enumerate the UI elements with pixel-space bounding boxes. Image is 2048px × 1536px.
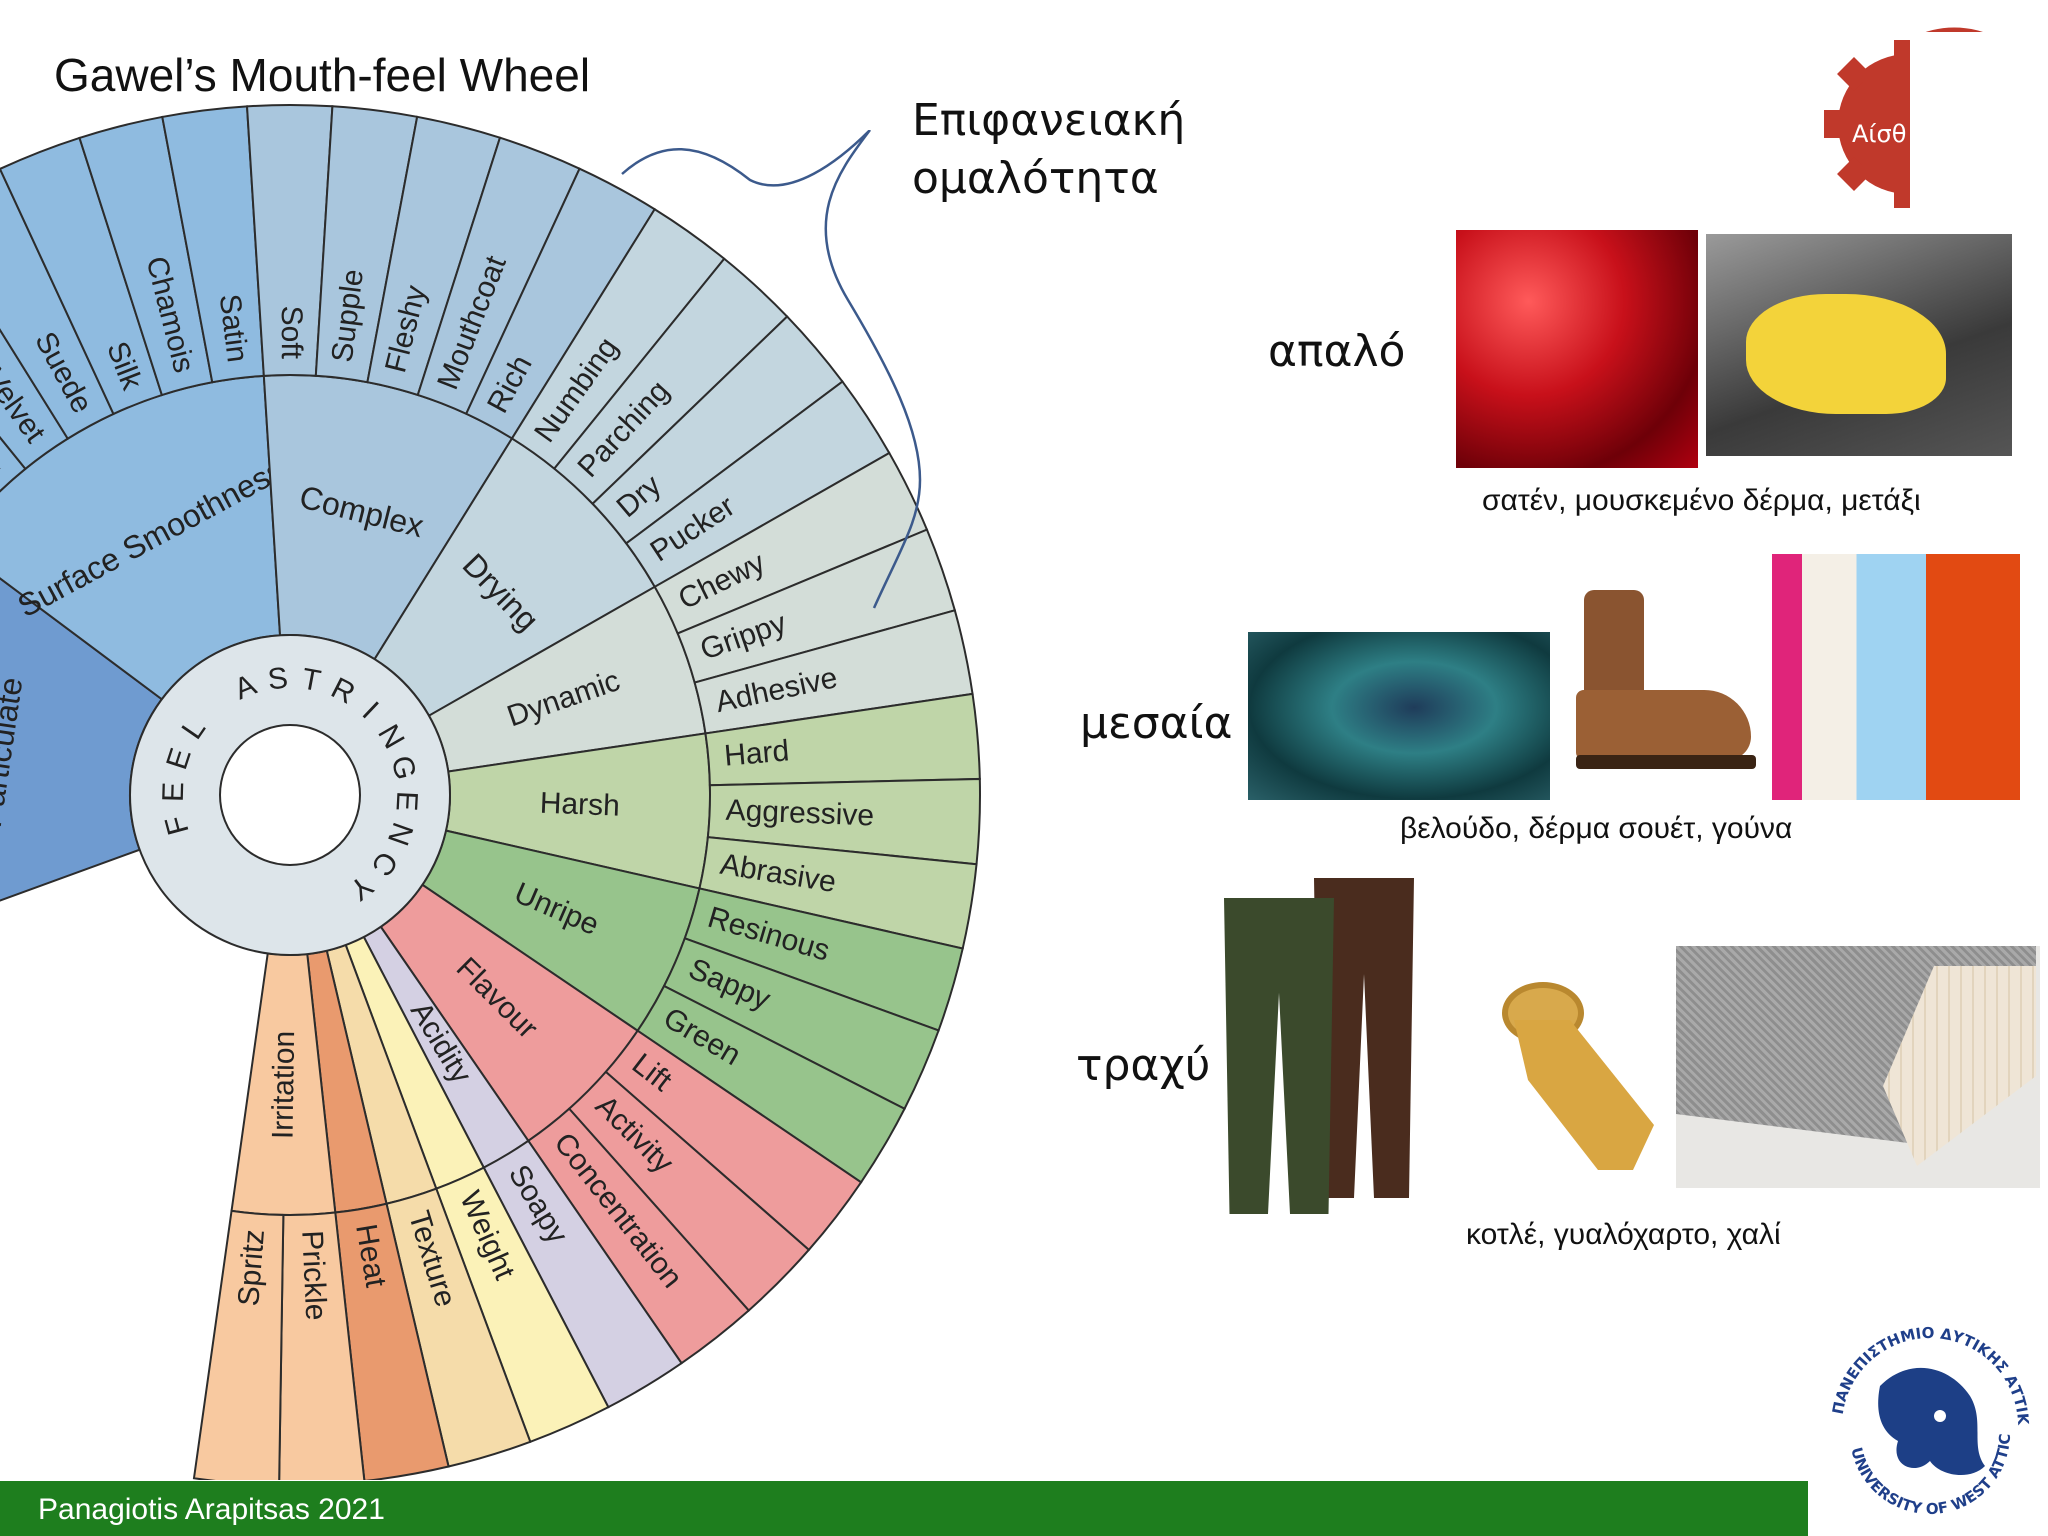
satin-photo xyxy=(1456,230,1698,468)
wheel-leaf-label: Spritz xyxy=(232,1228,271,1307)
fur-photo xyxy=(1772,554,2020,800)
slide-title: Gawel’s Mouth-feel Wheel xyxy=(54,49,591,101)
curly-brace xyxy=(621,130,922,609)
wheel-center-letter: E xyxy=(157,782,191,803)
gear-label: Αίσθ xyxy=(1852,120,1906,148)
logo-map-shape xyxy=(1878,1367,1985,1476)
wheel-leaf-label: Soft xyxy=(275,306,308,360)
smooth-caption: σατέν, μουσκεμένο δέρμα, μετάξι xyxy=(1482,484,1921,517)
mouthfeel-wheel-diagram: TalcWet ClayPowderPlasterDustyGrainyChal… xyxy=(0,104,981,1480)
wheel-group-label: Harsh xyxy=(539,787,620,823)
level-smooth-label: απαλό xyxy=(1268,326,1406,377)
suede-boot-photo xyxy=(1566,580,1764,792)
corduroy-trousers-photo xyxy=(1224,878,1432,1214)
footer-text: Panagiotis Arapitsas 2021 xyxy=(38,1493,385,1526)
wheel-center-letter: S xyxy=(266,662,289,697)
rough-caption: κοτλέ, γυαλόχαρτο, χαλί xyxy=(1466,1218,1781,1251)
wheel-leaf-label: Hard xyxy=(723,734,791,772)
surface-smoothness-label: Επιφανειακή ομαλότητα xyxy=(912,92,1185,208)
wheel-leaf-label: Aggressive xyxy=(725,794,875,833)
wet-chamois-photo xyxy=(1706,234,2012,456)
brace-label-line-2: ομαλότητα xyxy=(912,153,1159,204)
carpet-photo xyxy=(1676,946,2040,1188)
wheel-center-letter: E xyxy=(389,790,423,812)
wheel-leaf-label: Prickle xyxy=(295,1230,332,1321)
footer-bar: Panagiotis Arapitsas 2021 xyxy=(0,1481,1808,1536)
sandpaper-photo xyxy=(1494,980,1664,1176)
wheel-leaf-segment xyxy=(192,1209,285,1480)
level-medium-label: μεσαία xyxy=(1080,698,1233,749)
level-rough-label: τραχύ xyxy=(1076,1040,1211,1091)
medium-caption: βελούδο, δέρμα σουέτ, γούνα xyxy=(1400,812,1793,845)
wheel-hub xyxy=(219,724,361,866)
wheel-group-label: Irritation xyxy=(266,1030,301,1139)
brace-label-line-1: Επιφανειακή xyxy=(912,95,1186,146)
velvet-photo xyxy=(1248,632,1550,800)
university-logo: ΠΑΝΕΠΙΣΤΗΜΙΟ ΔΥΤΙΚΗΣ ΑΤΤΙΚΗΣ UNIVERSITY … xyxy=(1820,1316,2032,1518)
gear-cycle-icon: Αίσθ xyxy=(1824,27,1998,212)
